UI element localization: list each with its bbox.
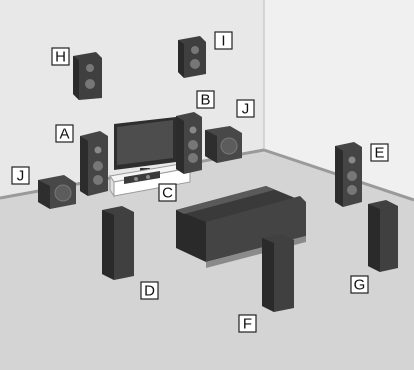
label-b: B <box>196 90 215 109</box>
subwoofer-right-icon <box>205 126 242 163</box>
svg-text:I: I <box>221 33 225 50</box>
svg-text:F: F <box>243 316 252 333</box>
label-f: F <box>238 314 257 333</box>
label-i: I <box>214 31 233 50</box>
label-c: C <box>158 183 177 202</box>
label-e: E <box>370 143 389 162</box>
label-a: A <box>55 124 74 143</box>
svg-text:A: A <box>59 126 69 143</box>
center-speaker-icon <box>124 171 160 184</box>
surround-back-left-speaker-icon <box>262 234 294 312</box>
svg-text:E: E <box>374 145 384 162</box>
label-j-left: J <box>11 166 30 185</box>
label-h: H <box>51 47 70 66</box>
subwoofer-left-icon <box>38 175 76 209</box>
svg-text:C: C <box>162 185 173 202</box>
label-d: D <box>140 281 159 300</box>
svg-text:B: B <box>200 92 210 109</box>
svg-text:H: H <box>55 49 66 66</box>
surround-right-speaker-icon <box>335 142 362 207</box>
tv-icon <box>114 117 176 173</box>
svg-text:J: J <box>242 101 250 118</box>
label-g: G <box>350 275 369 294</box>
front-high-left-speaker-icon <box>73 52 102 100</box>
front-right-speaker-icon <box>176 112 202 174</box>
svg-text:D: D <box>144 283 155 300</box>
surround-back-right-speaker-icon <box>368 200 398 272</box>
sofa-icon <box>176 186 306 268</box>
surround-left-speaker-icon <box>102 206 134 280</box>
svg-text:G: G <box>354 277 366 294</box>
front-left-speaker-icon <box>80 131 108 196</box>
front-high-right-speaker-icon <box>178 36 206 78</box>
svg-text:J: J <box>17 168 25 185</box>
label-j-right: J <box>236 99 255 118</box>
